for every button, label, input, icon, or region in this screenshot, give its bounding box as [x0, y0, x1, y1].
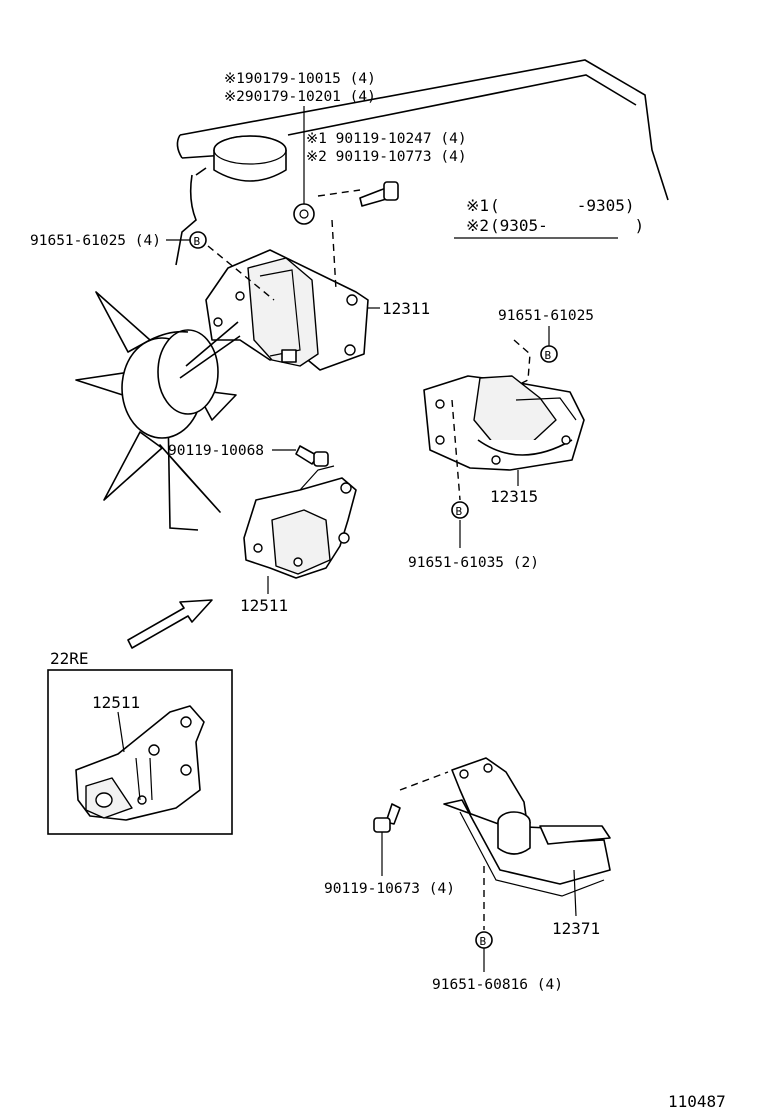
bolt-90119-10068 [295, 445, 329, 467]
legend-row1-range: ( -9305) [490, 196, 635, 215]
legend-row1-mark: ※1 [466, 196, 489, 215]
svg-text:B: B [194, 235, 201, 248]
direction-arrow [127, 599, 213, 649]
figure-number: 110487 [668, 1092, 726, 1111]
washer-top [293, 203, 315, 225]
nut-marker-bottom: B [475, 931, 493, 949]
legend-row2-range: (9305- ) [490, 216, 644, 235]
label-bolt-90119-10068: 90119-10068 [168, 443, 264, 459]
label-12371: 12371 [552, 919, 600, 938]
legend-row2-mark: ※2 [466, 216, 489, 235]
engine-mounting-insulator-12315 [423, 375, 585, 471]
label-12311: 12311 [382, 299, 430, 318]
label-bolt-top-2: ※290179-10201 (4) [224, 89, 376, 105]
bolt-top [359, 181, 399, 207]
engine-mounting-bracket-12511 [243, 465, 357, 579]
engine-block-outline [167, 59, 669, 531]
label-bolt-90119-10673: 90119-10673 (4) [324, 881, 455, 897]
inset-22re-title: 22RE [50, 649, 89, 668]
label-nut-left: 91651-61025 (4) [30, 233, 161, 249]
label-nut-right-bottom: 91651-61035 (2) [408, 555, 539, 571]
svg-text:B: B [545, 349, 552, 362]
engine-mounting-insulator-12371 [443, 757, 611, 897]
label-inset-12511: 12511 [92, 693, 140, 712]
label-nut-bottom: 91651-60816 (4) [432, 977, 563, 993]
label-bolt-mid-2: ※2 90119-10773 (4) [306, 149, 467, 165]
label-bolt-top-1: ※190179-10015 (4) [224, 71, 376, 87]
oil-filler-cap [213, 135, 287, 182]
inset-bracket-12511-22re [75, 705, 205, 821]
nut-marker-left: B [189, 231, 207, 249]
inset-22re-frame [47, 669, 233, 835]
label-bolt-mid-1: ※1 90119-10247 (4) [306, 131, 467, 147]
svg-text:B: B [456, 505, 463, 518]
label-12315: 12315 [490, 487, 538, 506]
nut-marker-right-top: B [540, 345, 558, 363]
label-12511: 12511 [240, 596, 288, 615]
bolt-90119-10673 [373, 803, 401, 833]
leader-lines [117, 106, 618, 972]
alignment-dashed-lines [207, 189, 531, 930]
nut-marker-right-bottom: B [451, 501, 469, 519]
engine-mounting-bracket-12311 [179, 249, 369, 379]
label-nut-right-top: 91651-61025 [498, 308, 594, 324]
svg-text:B: B [480, 935, 487, 948]
